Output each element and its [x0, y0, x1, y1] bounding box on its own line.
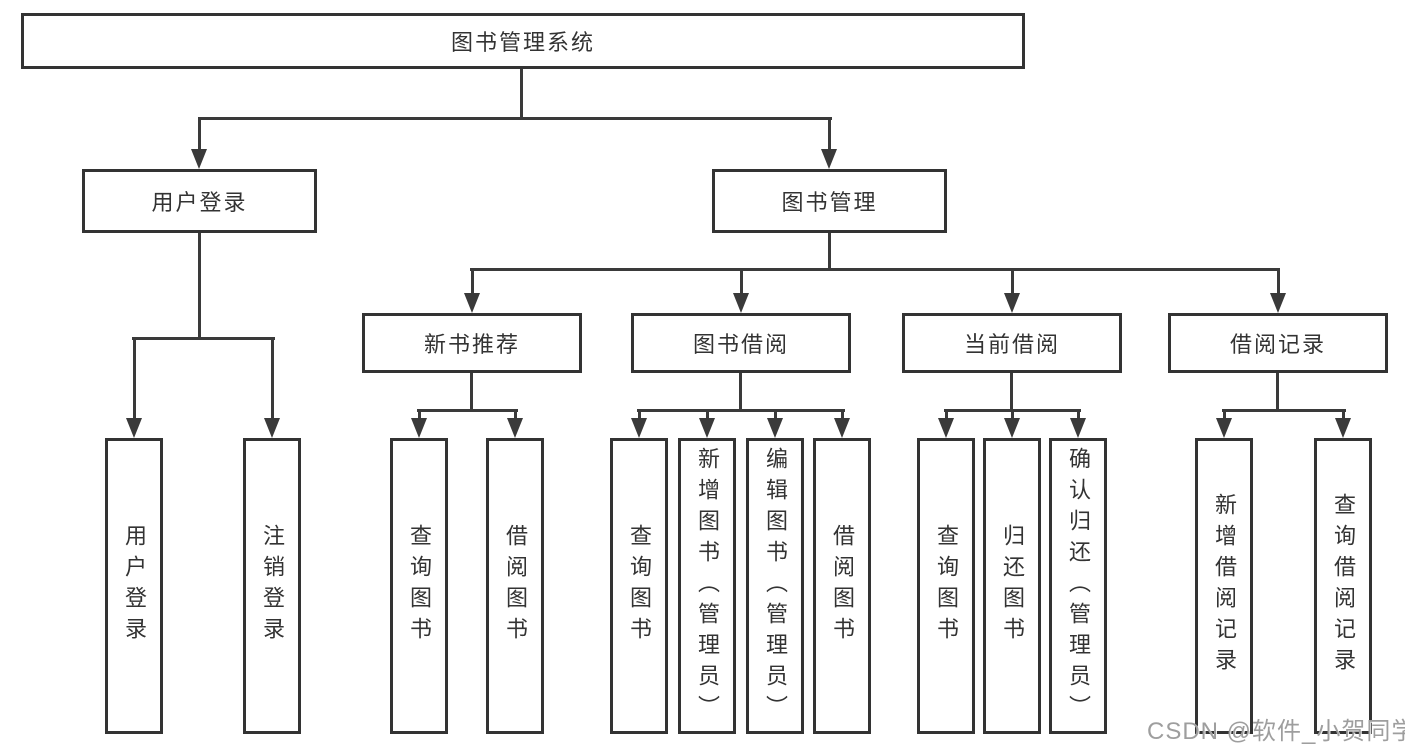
node-label: 查询图书 — [407, 524, 432, 648]
node-label: 用户登录 — [151, 190, 248, 215]
connector-arrow-down — [411, 412, 427, 438]
node-label: 新增借阅记录 — [1212, 493, 1237, 679]
connector-arrow-down — [1216, 412, 1232, 438]
connector-arrow-down — [264, 340, 280, 438]
watermark: CSDN @软件_小贺同学 — [1147, 718, 1405, 745]
node-label: 借阅图书 — [503, 524, 528, 648]
leaf-query-books-current: 查询图书 — [917, 438, 975, 734]
connector-line — [1276, 373, 1279, 412]
node-label: 注销登录 — [260, 524, 285, 648]
node-label: 用户登录 — [122, 524, 147, 648]
node-book-management: 图书管理 — [712, 169, 947, 233]
node-label: 当前借阅 — [963, 332, 1060, 357]
leaf-query-books-borrowing: 查询图书 — [610, 438, 668, 734]
connector-arrow-down — [699, 412, 715, 438]
connector-arrow-down — [1004, 271, 1020, 313]
connector-line — [828, 233, 831, 271]
connector-line — [198, 117, 832, 120]
connector-arrow-down — [834, 412, 850, 438]
node-label: 查询借阅记录 — [1331, 493, 1356, 679]
node-borrowing-records: 借阅记录 — [1168, 313, 1388, 373]
connector-arrow-down — [821, 120, 837, 169]
connector-line — [1010, 373, 1013, 412]
leaf-edit-book-admin: 编辑图书（管理员） — [746, 438, 804, 734]
node-label: 确认归还（管理员） — [1066, 446, 1091, 726]
node-label: 图书借阅 — [692, 332, 789, 357]
connector-line — [417, 409, 518, 412]
connector-arrow-down — [1335, 412, 1351, 438]
connector-line — [1222, 409, 1346, 412]
node-book-borrowing: 图书借阅 — [631, 313, 851, 373]
node-label: 新书推荐 — [423, 332, 520, 357]
connector-arrow-down — [631, 412, 647, 438]
node-current-borrowing: 当前借阅 — [902, 313, 1122, 373]
connector-arrow-down — [1070, 412, 1086, 438]
node-library-system: 图书管理系统 — [21, 13, 1025, 69]
leaf-borrow-books-borrowing: 借阅图书 — [813, 438, 871, 734]
connector-arrow-down — [507, 412, 523, 438]
leaf-add-book-admin: 新增图书（管理员） — [678, 438, 736, 734]
connector-line — [520, 69, 523, 119]
leaf-confirm-return-admin: 确认归还（管理员） — [1049, 438, 1107, 734]
node-user-login: 用户登录 — [82, 169, 317, 233]
connector-line — [739, 373, 742, 412]
connector-line — [132, 337, 275, 340]
node-new-book-recommend: 新书推荐 — [362, 313, 582, 373]
connector-line — [637, 409, 845, 412]
connector-line — [470, 373, 473, 412]
leaf-return-books: 归还图书 — [983, 438, 1041, 734]
node-label: 归还图书 — [1000, 524, 1025, 648]
connector-line — [470, 268, 1280, 271]
node-label: 查询图书 — [934, 524, 959, 648]
leaf-add-borrow-record: 新增借阅记录 — [1195, 438, 1253, 734]
leaf-logout: 注销登录 — [243, 438, 301, 734]
leaf-query-books-recommend: 查询图书 — [390, 438, 448, 734]
node-label: 借阅图书 — [830, 524, 855, 648]
connector-arrow-down — [1004, 412, 1020, 438]
node-label: 借阅记录 — [1229, 332, 1326, 357]
connector-arrow-down — [1270, 271, 1286, 313]
node-label: 查询图书 — [627, 524, 652, 648]
connector-line — [198, 233, 201, 340]
leaf-borrow-books-recommend: 借阅图书 — [486, 438, 544, 734]
leaf-query-borrow-record: 查询借阅记录 — [1314, 438, 1372, 734]
connector-arrow-down — [464, 271, 480, 313]
node-label: 图书管理 — [781, 190, 878, 215]
connector-arrow-down — [191, 120, 207, 169]
connector-arrow-down — [733, 271, 749, 313]
connector-arrow-down — [767, 412, 783, 438]
node-label: 图书管理系统 — [450, 30, 595, 55]
connector-arrow-down — [938, 412, 954, 438]
connector-line — [944, 409, 1081, 412]
node-label: 新增图书（管理员） — [695, 446, 720, 726]
node-label: 编辑图书（管理员） — [763, 446, 788, 726]
leaf-user-login: 用户登录 — [105, 438, 163, 734]
connector-arrow-down — [126, 340, 142, 438]
